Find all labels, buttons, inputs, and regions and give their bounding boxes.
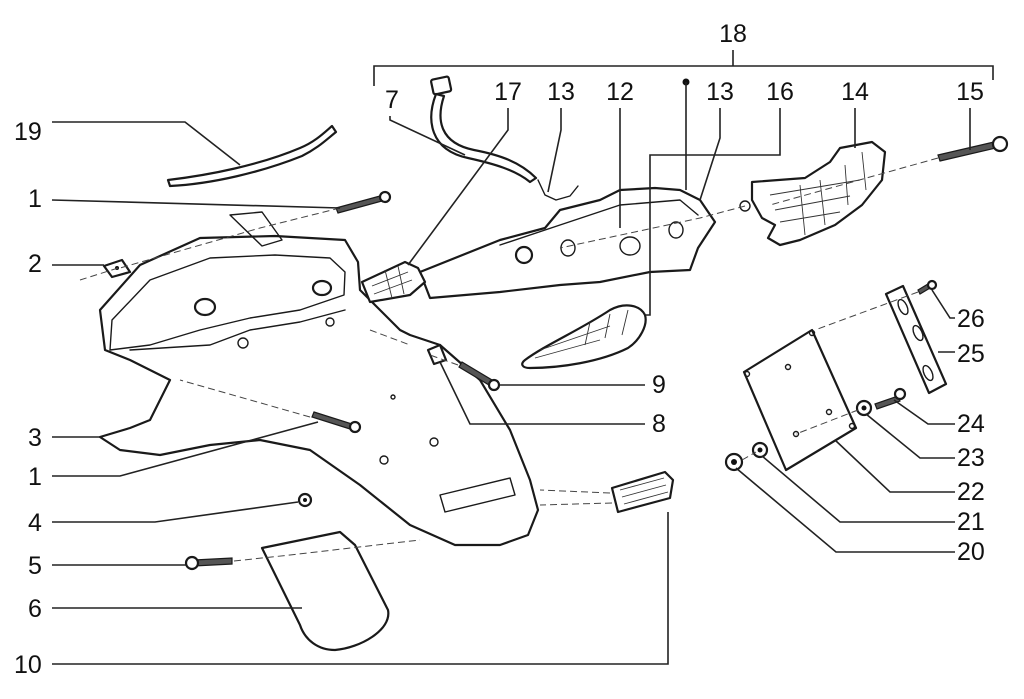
reflector [610,470,675,514]
cable-sleeve [166,124,338,188]
callout-cable-sleeve: 19 [14,118,241,166]
grommet [297,492,313,508]
lens-screw [937,135,1009,162]
callout-number-19: 19 [14,118,42,146]
leader-line-nut [735,467,955,553]
callout-number-15: 15 [956,78,984,106]
leader-line-wiring-harness [389,116,466,156]
callout-screw-side: 9 [500,371,666,399]
leader-line-bracket-screw [931,289,955,319]
screw-upper [335,190,392,214]
leader-line-bulb-socket-right [699,108,721,201]
leader-line-reflector [52,512,669,665]
left-turn-lens [360,260,427,304]
callout-grommet: 4 [28,501,299,537]
wiring-harness [430,75,538,184]
leader-line-right-turn-lens [646,108,781,316]
callout-right-turn-lens: 16 [646,78,794,316]
callout-number-1: 1 [28,463,42,491]
callout-number-13: 13 [547,78,575,106]
callout-clip-side: 8 [439,361,666,438]
plate-bracket [884,284,948,395]
callout-number-20: 20 [957,538,985,566]
callout-number-9: 9 [652,371,666,399]
light-housing [418,179,717,300]
leader-line-washer-small [761,455,955,523]
callout-number-21: 21 [957,508,985,536]
callout-number-6: 6 [28,595,42,623]
callout-bulb-socket-left: 13 [547,78,575,193]
callout-clip-nut: 2 [28,250,104,278]
leader-line-license-plate-holder [834,439,955,493]
callout-number-23: 23 [957,444,985,472]
callout-bracket-screw: 26 [931,289,985,333]
callout-rear-fender: 3 [28,424,100,452]
leader-line-screw-lower [52,421,319,477]
callout-lens-screw: 15 [956,78,984,150]
callout-plate-bolt: 24 [893,399,985,438]
mud-flap [260,530,390,652]
callout-washer: 23 [865,413,985,472]
callout-tail-lens: 14 [841,78,869,148]
callout-number-14: 14 [841,78,869,106]
callout-light-housing: 12 [606,78,634,228]
nut [724,452,744,472]
leader-line-plate-bolt [893,399,955,425]
leader-line-bulb-socket-left [547,108,562,193]
leader-line-grommet [52,501,299,523]
callout-mud-flap-screw: 5 [28,552,186,580]
leader-line-left-turn-lens [407,108,509,266]
right-turn-lens [521,304,647,370]
callout-nut: 20 [735,467,985,566]
callout-reflector: 10 [14,512,669,679]
callout-number-25: 25 [957,340,985,368]
screw-side [458,361,501,392]
callout-number-10: 10 [14,651,42,679]
callout-screw-lower: 1 [28,421,319,491]
plate-bolt [874,387,907,410]
leader-line-screw-upper [51,199,341,209]
callout-number-8: 8 [652,410,666,438]
license-plate-holder [742,328,858,472]
callout-number-3: 3 [28,424,42,452]
callout-number-16: 16 [766,78,794,106]
callout-left-turn-lens: 17 [407,78,522,266]
group-bracket-18: 18 [373,20,994,190]
callout-number-13: 13 [706,78,734,106]
callout-washer-small: 21 [761,455,985,536]
callout-bulb-socket-right: 13 [699,78,734,201]
callout-mud-flap: 6 [28,595,302,623]
leader-line-cable-sleeve [52,121,241,166]
callout-number-4: 4 [28,509,42,537]
tail-lens [739,140,887,247]
mud-flap-screw [184,555,233,571]
callout-number-5: 5 [28,552,42,580]
washer-small [751,441,769,459]
callout-number-12: 12 [606,78,634,106]
callout-number-22: 22 [957,478,985,506]
callout-number-26: 26 [957,305,985,333]
callout-wiring-harness: 7 [385,86,466,156]
callout-number-7: 7 [385,86,399,114]
rear-fender [98,211,540,547]
screw-lower [311,411,362,434]
callout-plate-bracket: 25 [938,340,985,368]
callout-18: 18 [719,20,747,48]
washer [855,399,873,417]
callout-number-2: 2 [28,250,42,278]
leader-line-clip-side [439,361,645,425]
callout-number-1: 1 [28,185,42,213]
assembly-lines [79,157,939,562]
leader-line-washer [865,413,955,459]
callout-number-24: 24 [957,410,985,438]
callout-license-plate-holder: 22 [834,439,985,506]
callout-screw-upper: 1 [28,185,341,213]
bracket-screw [917,279,938,295]
callout-number-17: 17 [494,78,522,106]
